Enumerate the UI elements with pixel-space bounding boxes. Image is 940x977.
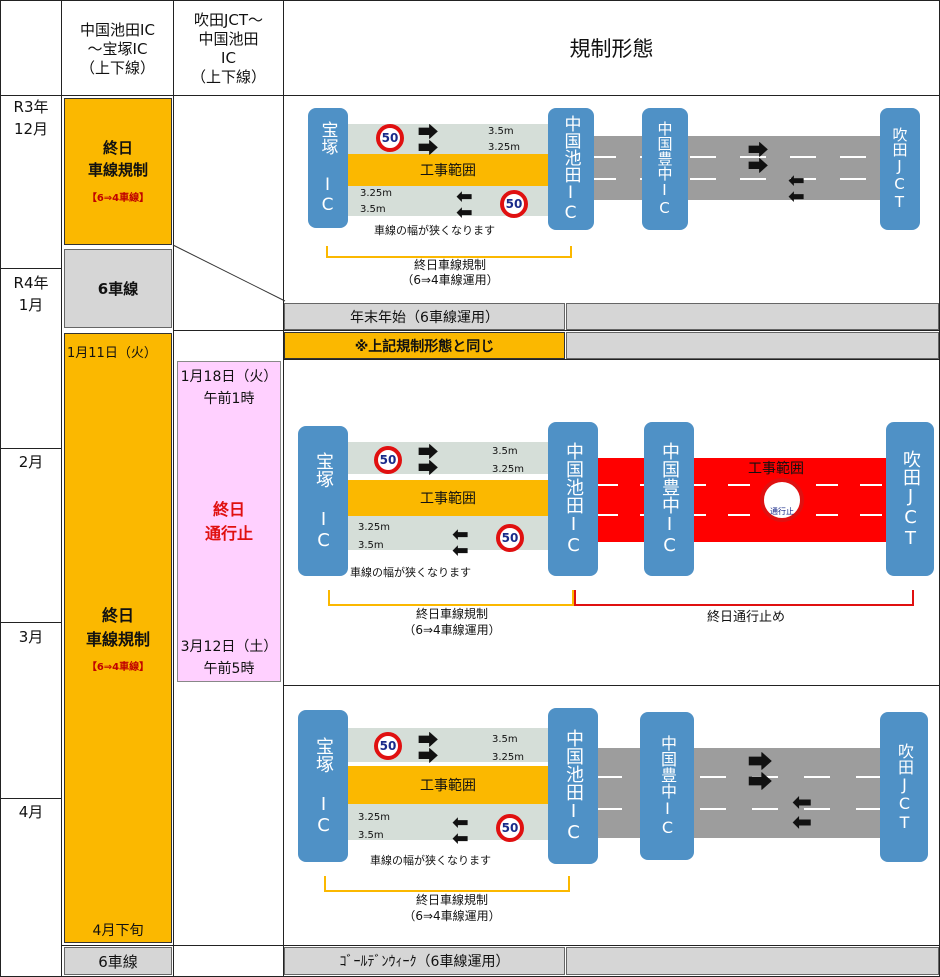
block2-sub: 【6⇒4車線】 [86, 662, 150, 673]
work-area-1: 工事範囲 [348, 154, 548, 186]
lane-restriction-block-2: 1月11日（火） 終日 車線規制 【6⇒4車線】 4月下旬 [64, 333, 172, 943]
month-2: 2月 [18, 453, 44, 471]
newyear-bar-rest [566, 303, 939, 330]
narrow-note: 車線の幅が狭くなります [374, 224, 495, 237]
header-col3: 規制形態 [569, 36, 654, 61]
reg-bracket [328, 590, 574, 606]
full-closure-block: 1月18日（火） 午前1時 終日 通行止 3月12日（土） 午前5時 [177, 361, 281, 682]
work-area-2: 工事範囲 [348, 480, 548, 516]
block1-sub: 【6⇒4車線】 [86, 193, 150, 204]
work-area-closed: 工事範囲 [748, 461, 804, 477]
diagram-2: 工事範囲 通行止 工事範囲 50 ⮕⮕ 3.5m 3.25m 3.25m 3.5… [296, 422, 936, 652]
suita-jct: 吹田JCT [880, 712, 928, 862]
arrow-east-3: ⮕⮕ [748, 748, 772, 796]
same-bar-rest [566, 332, 939, 359]
toyonaka-ic: 中国豊中IC [644, 422, 694, 576]
work-area-3: 工事範囲 [348, 766, 548, 804]
suita-jct: 吹田JCT [886, 422, 934, 576]
takarazuka-ic: 宝塚 IC [308, 108, 348, 228]
speed-sign: 50 [500, 190, 528, 218]
arrow-west-1: ⬅⬅ [788, 168, 805, 208]
header-col1: 中国池田IC ～宝塚IC （上下線） [79, 20, 155, 77]
diagram-3: ⮕⮕ ⬅⬅ 工事範囲 50 ⮕⮕ 3.5m 3.25m 3.25m 3.5m ⬅… [296, 708, 936, 938]
width-label: 3.25m [360, 188, 393, 199]
closure-end: 3月12日（土） 午前5時 [180, 639, 278, 677]
width-label: 3.25m [488, 142, 521, 153]
close-label: 終日通行止め [706, 610, 785, 625]
toyonaka-ic: 中国豊中IC [642, 108, 688, 230]
block2-title: 終日 車線規制 [85, 606, 150, 649]
reg-label-3: 終日車線規制 （6⇒4車線運用） [403, 893, 501, 923]
diagram-1: ⮕⮕ ⬅⬅ 工事範囲 50 ⮕⮕ 3.5m 3.25m 3.25m 3.5m ⬅… [300, 106, 930, 296]
lane-restriction-block-1: 終日 車線規制 【6⇒4車線】 [64, 98, 172, 245]
six-lane-bottom: 6車線 [64, 947, 172, 975]
ikeda-ic: 中国池田IC [548, 422, 598, 576]
block1-title: 終日 車線規制 [87, 139, 148, 179]
width-label: 3.25m [358, 812, 391, 823]
closure-start-inner: 1月18日（火） 午前1時 [180, 369, 278, 407]
close-bracket [574, 590, 914, 606]
speed-sign: 50 [374, 446, 402, 474]
gw-bar: ｺﾞｰﾙﾃﾞﾝｳｨｰｸ（6車線運用） [284, 947, 565, 975]
reg-bracket [326, 246, 572, 258]
gw-bar-rest [566, 947, 939, 975]
month-r4-1: R4年 1月 [13, 274, 49, 314]
closed-road [596, 458, 888, 542]
closed-sign-text: 通行止 [770, 506, 794, 516]
arrow-east-1: ⮕⮕ [748, 138, 768, 178]
width-label: 3.5m [492, 734, 518, 745]
reg-bracket [324, 876, 570, 892]
reg-label-2: 終日車線規制 （6⇒4車線運用） [403, 607, 501, 637]
width-label: 3.5m [488, 126, 514, 137]
road-east-1 [590, 136, 890, 200]
narrow-note: 車線の幅が狭くなります [370, 854, 491, 867]
width-label: 3.5m [358, 540, 384, 551]
connector-line [172, 244, 286, 302]
arrow-west-3: ⬅⬅ [792, 788, 813, 836]
ikeda-ic: 中国池田IC [548, 708, 598, 864]
width-label: 3.25m [492, 464, 525, 475]
same-as-above-bar: ※上記規制形態と同じ [284, 332, 565, 359]
takarazuka-ic: 宝塚 IC [298, 710, 348, 862]
month-3: 3月 [18, 628, 44, 646]
newyear-bar: 年末年始（6車線運用） [284, 303, 565, 330]
ikeda-ic: 中国池田IC [548, 108, 594, 230]
width-label: 3.5m [358, 830, 384, 841]
month-4: 4月 [18, 803, 44, 821]
speed-sign: 50 [374, 732, 402, 760]
speed-sign: 50 [496, 814, 524, 842]
speed-sign: 50 [376, 124, 404, 152]
reg-label-1: 終日車線規制 （6⇒4車線運用） [401, 258, 499, 287]
width-label: 3.5m [360, 204, 386, 215]
block2-start: 1月11日（火） [67, 346, 157, 361]
block2-end: 4月下旬 [92, 923, 144, 939]
narrow-note: 車線の幅が狭くなります [350, 566, 471, 579]
width-label: 3.25m [358, 522, 391, 533]
width-label: 3.25m [492, 752, 525, 763]
takarazuka-ic: 宝塚 IC [298, 426, 348, 576]
six-lane-block: 6車線 [64, 249, 172, 328]
toyonaka-ic: 中国豊中IC [640, 712, 694, 860]
closure-title: 終日 通行止 [204, 500, 253, 543]
width-label: 3.5m [492, 446, 518, 457]
suita-jct: 吹田JCT [880, 108, 920, 230]
closed-sign: 通行止 [760, 478, 804, 522]
header-col2: 吹田JCT～ 中国池田 IC （上下線） [190, 11, 266, 86]
speed-sign: 50 [496, 524, 524, 552]
month-r3-12: R3年 12月 [13, 98, 49, 138]
